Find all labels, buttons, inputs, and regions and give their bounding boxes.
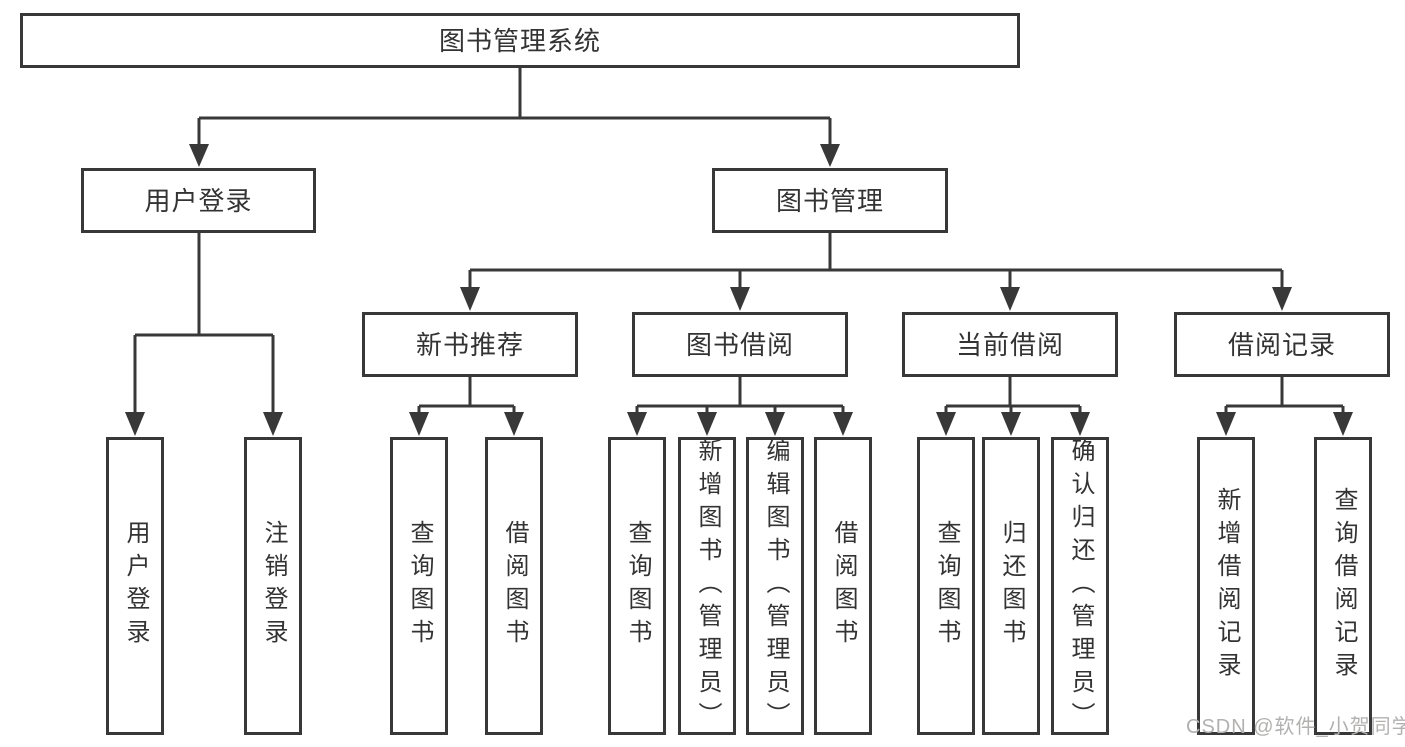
connector-book-borrow [635,377,845,414]
node-current-borrow: 当前借阅 [902,312,1118,377]
node-new-book-recommend-label: 新书推荐 [415,329,524,360]
node-borrow-records: 借阅记录 [1174,312,1390,377]
leaf-borrow-book-2-label: 借阅图书 [830,520,857,652]
arrowheads-new-book [409,412,524,436]
node-borrow-records-label: 借阅记录 [1227,329,1336,360]
node-user-login-label: 用户登录 [144,185,253,216]
arrowheads-borrow-records [1216,412,1353,436]
leaf-add-borrow-record: 新增借阅记录 [1197,437,1255,735]
connector-book-management [468,233,1284,289]
leaf-confirm-return-admin: 确认归还（管理员） [1051,437,1109,735]
arrowheads-book-borrow [627,412,853,436]
node-book-borrow: 图书借阅 [632,312,848,377]
node-book-borrow-label: 图书借阅 [685,329,794,360]
leaf-logout-label: 注销登录 [260,520,287,652]
node-book-management-label: 图书管理 [775,185,884,216]
arrowheads-current-borrow [936,412,1090,436]
connector-current-borrow [944,377,1082,414]
leaf-add-book-admin: 新增图书（管理员） [678,437,736,735]
connector-user-login [133,233,275,414]
leaf-query-book-1-label: 查询图书 [406,520,433,652]
leaf-return-book: 归还图书 [982,437,1040,735]
arrowheads-user-login [125,412,283,436]
node-root-label: 图书管理系统 [438,25,601,56]
node-book-management: 图书管理 [712,168,948,233]
node-root: 图书管理系统 [20,13,1020,68]
leaf-borrow-book-1: 借阅图书 [485,437,543,735]
leaf-add-borrow-record-label: 新增借阅记录 [1213,487,1240,685]
connector-root [197,68,832,146]
leaf-return-book-label: 归还图书 [998,520,1025,652]
leaf-borrow-book-2: 借阅图书 [814,437,872,735]
arrowheads-root [189,144,840,167]
leaf-logout: 注销登录 [244,437,302,735]
leaf-add-book-admin-label: 新增图书（管理员） [694,437,721,735]
arrowheads-book-management [460,287,1292,311]
node-current-borrow-label: 当前借阅 [955,329,1064,360]
leaf-query-book-3: 查询图书 [917,437,975,735]
leaf-query-book-3-label: 查询图书 [933,520,960,652]
leaf-query-book-2: 查询图书 [608,437,666,735]
leaf-borrow-book-1-label: 借阅图书 [501,520,528,652]
leaf-user-login: 用户登录 [106,437,164,735]
leaf-query-borrow-record-label: 查询借阅记录 [1330,487,1357,685]
node-new-book-recommend: 新书推荐 [362,312,578,377]
leaf-edit-book-admin-label: 编辑图书（管理员） [762,437,789,735]
node-user-login: 用户登录 [81,168,316,233]
leaf-edit-book-admin: 编辑图书（管理员） [746,437,804,735]
leaf-query-book-1: 查询图书 [390,437,448,735]
connector-new-book [417,377,516,414]
leaf-confirm-return-admin-label: 确认归还（管理员） [1067,437,1094,735]
connector-borrow-records [1224,377,1345,414]
csdn-watermark: CSDN @软件_小贺同学 [1186,716,1405,738]
leaf-query-book-2-label: 查询图书 [624,520,651,652]
leaf-query-borrow-record: 查询借阅记录 [1314,437,1372,735]
leaf-user-login-label: 用户登录 [122,520,149,652]
